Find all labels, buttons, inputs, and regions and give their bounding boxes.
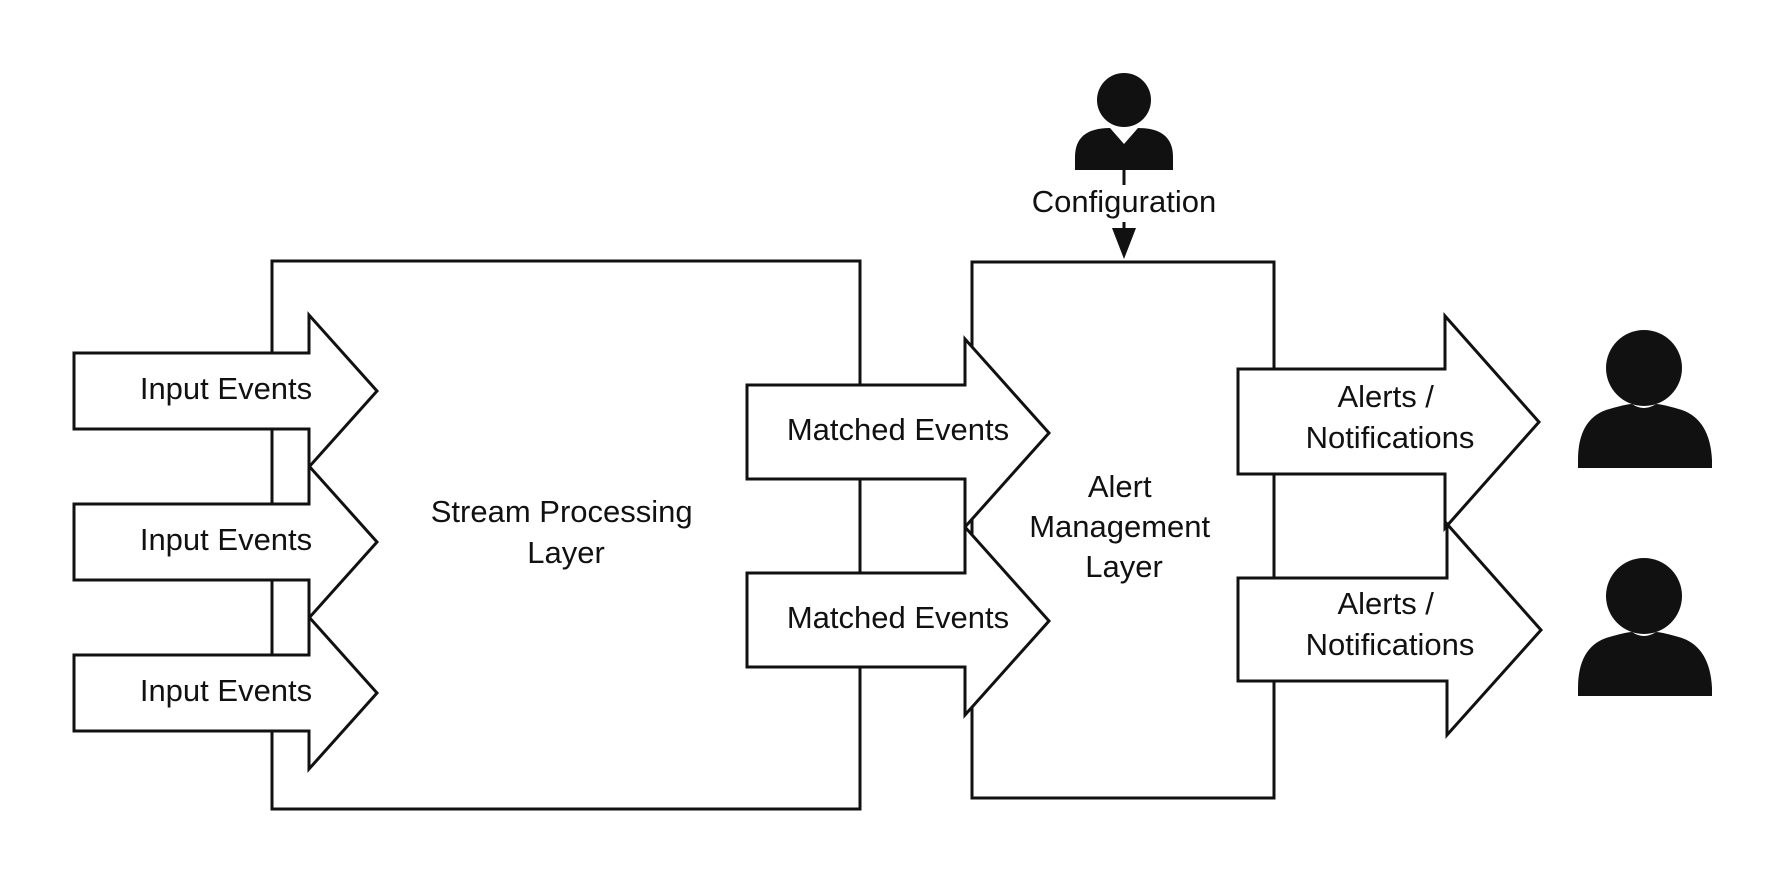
alert-management-layer-box xyxy=(970,260,1276,800)
recipient-user-icon xyxy=(1578,330,1712,468)
stream-processing-layer-label: Stream Processing Layer xyxy=(431,494,702,570)
matched-events-label: Matched Events xyxy=(787,412,1009,447)
input-events-label: Input Events xyxy=(140,673,312,708)
alerts-notifications-arrow: Alerts / Notifications xyxy=(1236,312,1542,532)
input-events-label: Input Events xyxy=(140,371,312,406)
alert-management-layer-label: Alert Management Layer xyxy=(1029,469,1219,584)
input-events-arrow: Input Events xyxy=(72,311,380,471)
recipient-user-icon xyxy=(1578,558,1712,696)
alerts-notifications-label: Alerts / Notifications xyxy=(1306,586,1475,662)
configuration-label: Configuration xyxy=(1032,184,1216,219)
input-events-label: Input Events xyxy=(140,522,312,557)
configuration-user-icon xyxy=(1075,73,1173,170)
matched-events-arrow: Matched Events xyxy=(745,523,1052,719)
alerts-notifications-arrow: Alerts / Notifications xyxy=(1236,520,1544,739)
input-events-arrow: Input Events xyxy=(72,613,380,773)
input-events-arrow: Input Events xyxy=(72,462,380,622)
alerts-notifications-label: Alerts / Notifications xyxy=(1306,379,1475,455)
configuration-arrowhead xyxy=(1112,228,1136,259)
matched-events-label: Matched Events xyxy=(787,600,1009,635)
matched-events-arrow: Matched Events xyxy=(745,335,1052,531)
